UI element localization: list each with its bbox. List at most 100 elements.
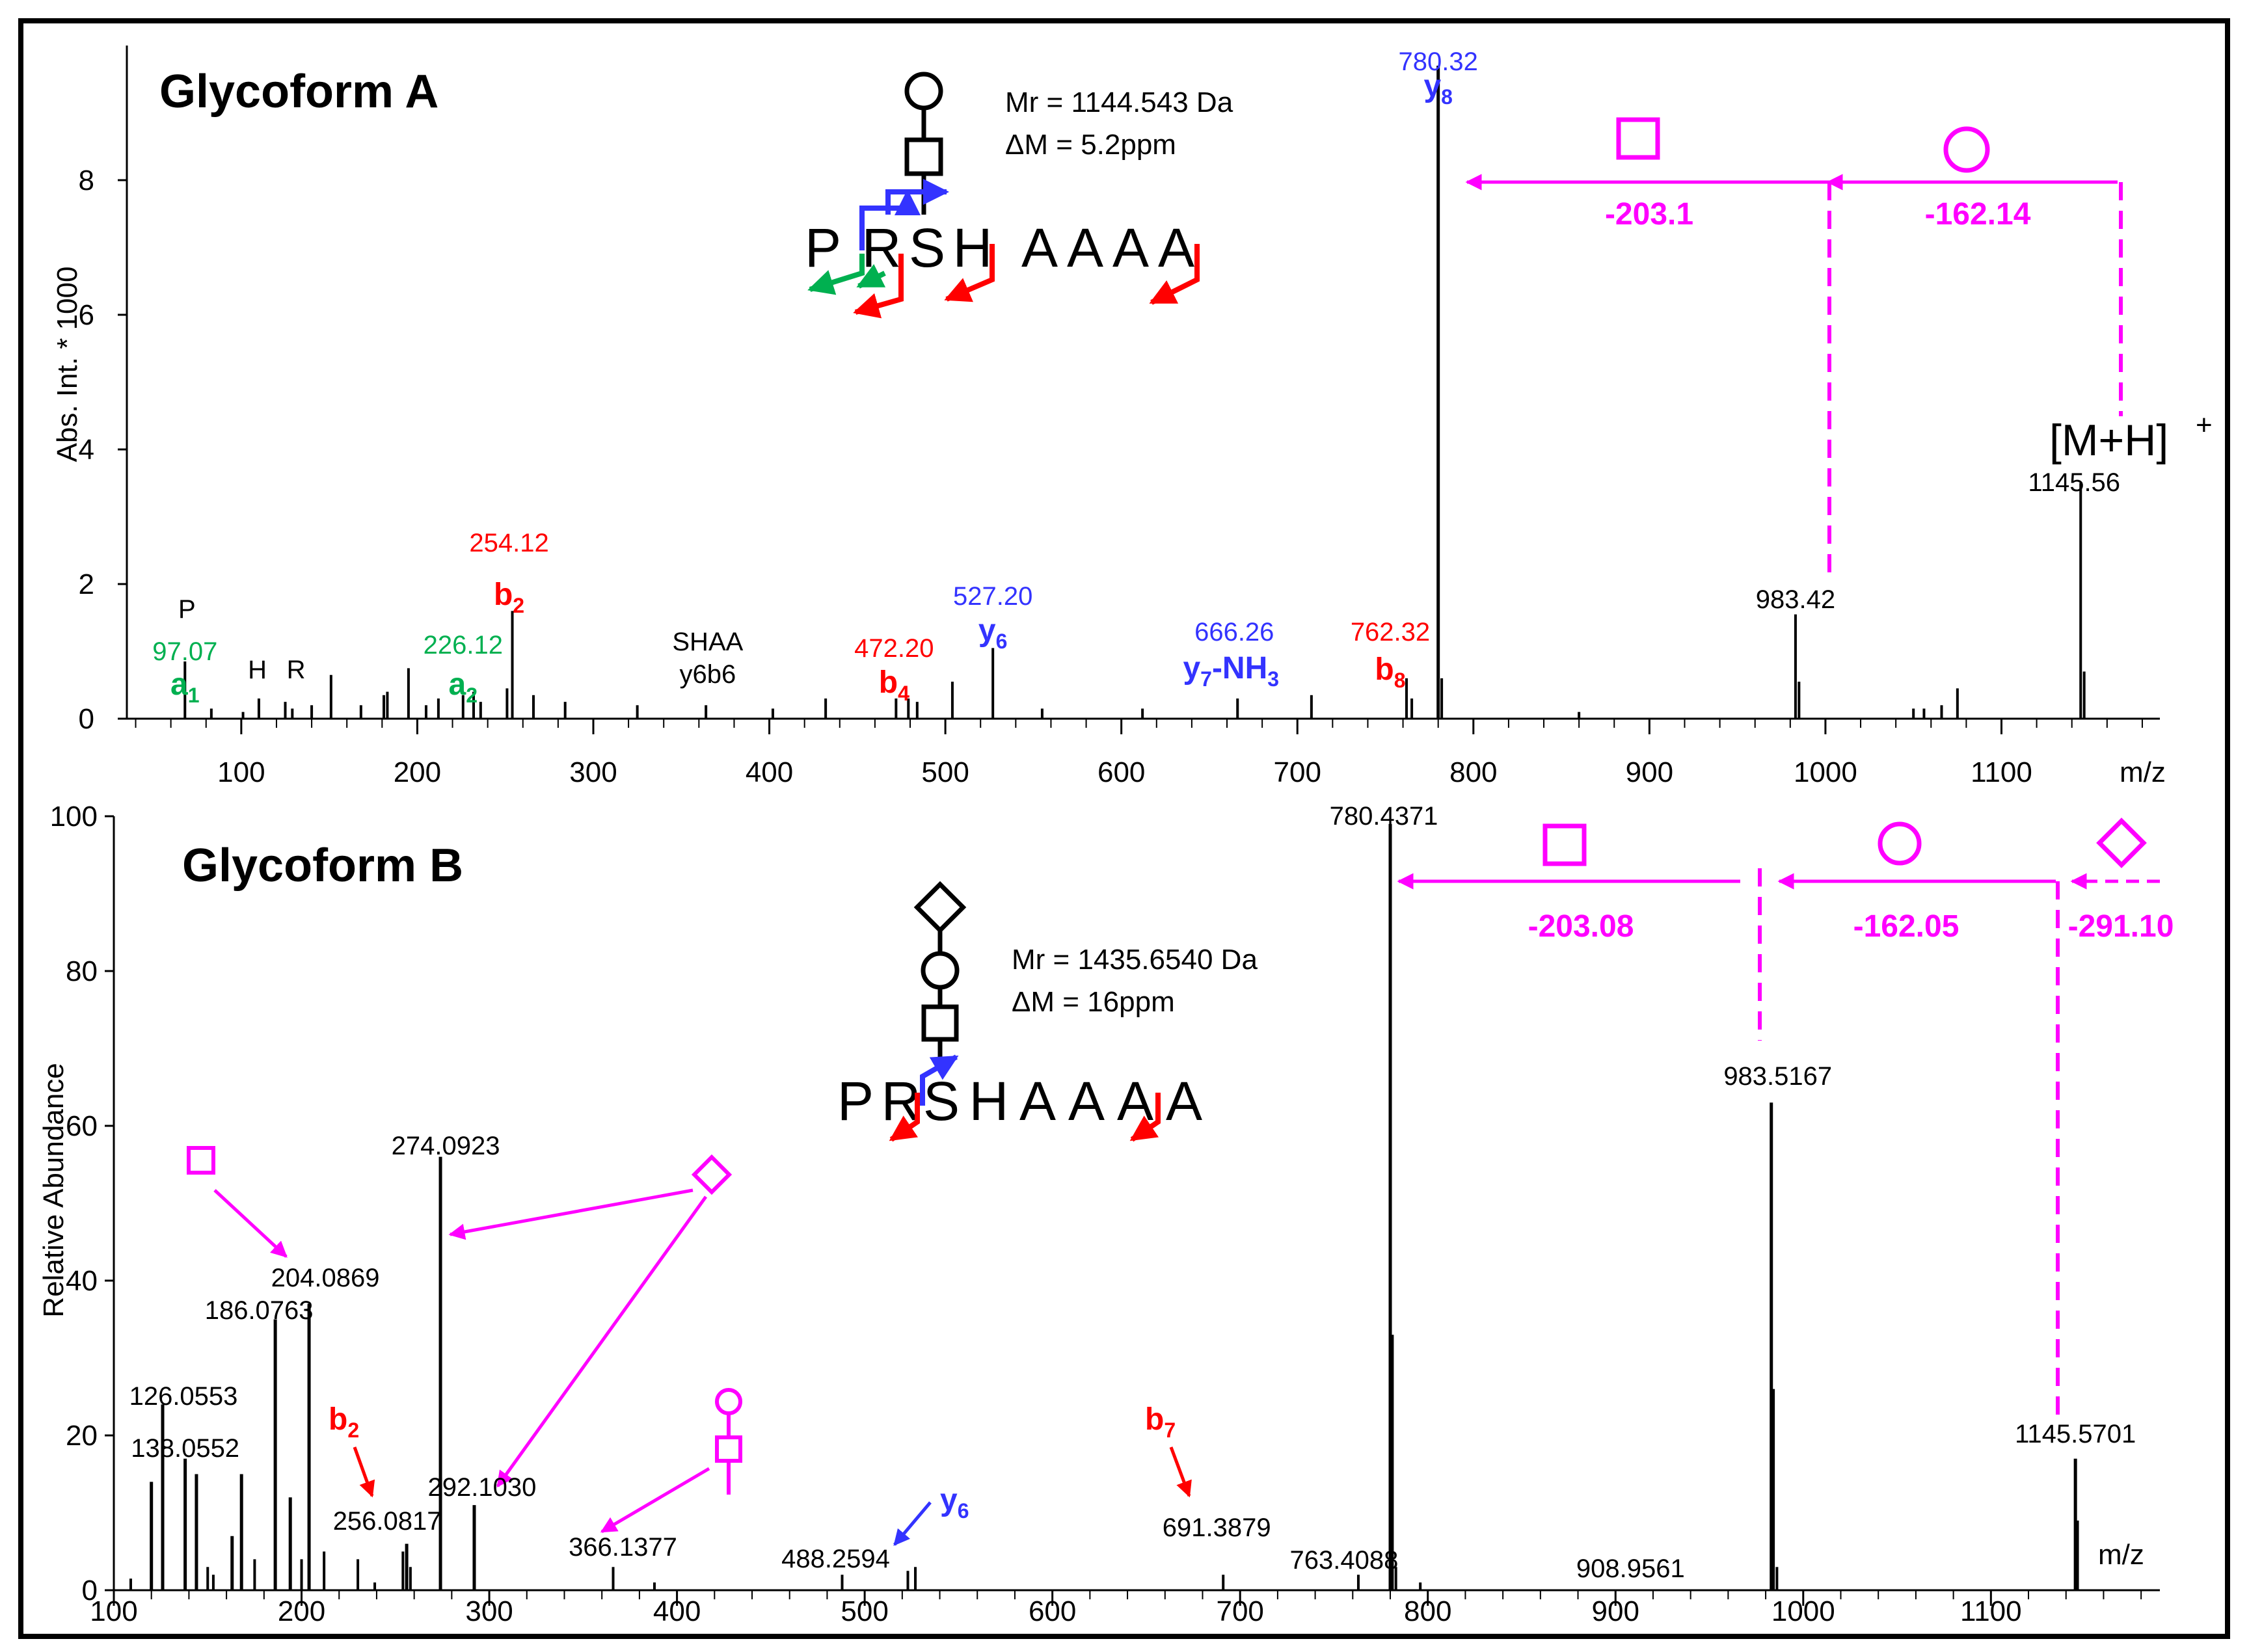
x-tick-label: 700 xyxy=(1216,1595,1263,1627)
delta-galnac: -203.08 xyxy=(1528,909,1634,944)
fragment-ion-label: b8 xyxy=(1375,652,1405,692)
peak-mz-label: 274.0923 xyxy=(392,1132,500,1160)
delta-galactose: -162.14 xyxy=(1925,197,2031,232)
x-tick-label: 300 xyxy=(569,756,617,788)
y-tick-label: 8 xyxy=(79,165,94,196)
galnac-icon xyxy=(904,137,943,176)
y-ion-arrow-icon xyxy=(859,189,921,250)
x-tick-label: 900 xyxy=(1626,756,1673,788)
delta-galactose: -162.05 xyxy=(1853,909,1959,944)
x-tick-label: 1000 xyxy=(1771,1595,1835,1627)
x-tick-label: 600 xyxy=(1029,1595,1076,1627)
panel-b-ion-labels: b2 y6 b7 xyxy=(329,1402,1192,1546)
fragment-ion-label: a2 xyxy=(449,667,478,707)
galnac-icon xyxy=(1542,823,1587,866)
annotation-arrow xyxy=(600,1467,710,1534)
residue-h: H xyxy=(953,217,993,278)
x-tick-label: 500 xyxy=(921,756,969,788)
internal-fragment-label: y6b6 xyxy=(679,660,736,689)
x-tick-label: 200 xyxy=(394,756,441,788)
delta-sialic-acid: -291.10 xyxy=(2068,909,2174,944)
x-tick-label: 100 xyxy=(217,756,265,788)
peak-mz-label: 691.3879 xyxy=(1163,1513,1271,1542)
peak-mz-label: 226.12 xyxy=(424,631,503,659)
peak-mz-label: 488.2594 xyxy=(781,1545,890,1573)
b-ion-arrow-icon xyxy=(353,1446,375,1498)
peak-mz-label: 126.0553 xyxy=(129,1382,238,1411)
peak-mz-label: 763.4088 xyxy=(1290,1546,1399,1575)
peak-mz-label: 527.20 xyxy=(953,582,1032,611)
delta-galnac: -203.1 xyxy=(1605,197,1693,232)
residue-a: A xyxy=(1068,1071,1105,1132)
residue-s: S xyxy=(923,1071,960,1132)
precursor-ion: [M+H] xyxy=(2049,416,2168,465)
panel-b-sequence: P R S H A A A A xyxy=(837,1071,1202,1132)
residue-p: P xyxy=(805,217,841,278)
x-tick-label: 1000 xyxy=(1794,756,1857,788)
peak-mz-label: 762.32 xyxy=(1351,618,1430,646)
b-ion-arrow-icon xyxy=(944,244,995,302)
x-tick-label: 1100 xyxy=(1960,1595,2022,1627)
x-tick-label: 300 xyxy=(465,1595,513,1627)
residue-a: A xyxy=(1021,217,1058,278)
galactose-icon xyxy=(1943,126,1990,173)
peak-mz-label: 366.1377 xyxy=(569,1533,677,1562)
x-tick-label: 200 xyxy=(278,1595,325,1627)
x-tick-label: 400 xyxy=(746,756,793,788)
y-tick-label: 0 xyxy=(79,703,94,735)
b-ion-arrow-icon xyxy=(1149,244,1200,305)
panel-b-cleavage-arrows xyxy=(889,1054,1161,1142)
panel-b-x-unit: m/z xyxy=(2098,1539,2144,1571)
panel-b-glycan xyxy=(913,881,967,1067)
internal-fragment-label: SHAA xyxy=(672,628,743,656)
figure-border xyxy=(18,18,2230,1639)
peak-mz-label: 138.0552 xyxy=(131,1434,239,1463)
peak-mz-label: 186.0763 xyxy=(205,1296,314,1325)
fragment-ion-label: b2 xyxy=(494,578,524,617)
b-ion-arrow-icon xyxy=(1129,1093,1161,1142)
peak-mz-label: 292.1030 xyxy=(428,1473,537,1502)
y-tick-label: 40 xyxy=(66,1265,98,1297)
peak-mz-label: 256.0817 xyxy=(333,1507,442,1536)
peak-mz-label: 97.07 xyxy=(152,637,217,666)
x-tick-label: 800 xyxy=(1404,1595,1451,1627)
precursor-label: [M+H] + xyxy=(2049,409,2213,465)
galactose-icon xyxy=(904,72,943,111)
galactose-icon xyxy=(715,1388,742,1415)
peak-mz-label: 472.20 xyxy=(854,634,934,663)
x-tick-label: 100 xyxy=(90,1595,137,1627)
galnac-icon xyxy=(715,1435,742,1463)
fragment-ion-label: y8 xyxy=(1423,69,1453,109)
residue-p: P xyxy=(837,1071,874,1132)
panel-b-delta-m: ΔM = 16ppm xyxy=(1012,986,1175,1018)
panel-a-x-unit: m/z xyxy=(2120,756,2166,788)
sialic-acid-icon xyxy=(691,1154,733,1195)
peak-mz-label: 1145.5701 xyxy=(2015,1420,2136,1448)
panel-b-peak-labels: 126.0553138.0552186.0763204.0869256.0817… xyxy=(129,802,2136,1583)
x-tick-label: 800 xyxy=(1449,756,1497,788)
fragment-ion-label: y7-NH3 xyxy=(1183,651,1279,691)
peak-mz-label: 983.42 xyxy=(1756,585,1835,614)
x-tick-label: 1100 xyxy=(1971,756,2032,788)
panel-a-title: Glycoform A xyxy=(159,66,438,118)
galnac-icon xyxy=(921,1004,959,1042)
b-ion-arrow-icon xyxy=(1169,1446,1192,1498)
residue-a: A xyxy=(1117,1071,1153,1132)
residue-a: A xyxy=(1019,1071,1056,1132)
y-tick-label: 2 xyxy=(79,568,94,600)
x-tick-label: 900 xyxy=(1592,1595,1639,1627)
residue-r: R xyxy=(862,217,902,278)
y-tick-label: 6 xyxy=(79,299,94,331)
peak-mz-label: 780.32 xyxy=(1399,47,1478,76)
panel-b-mr: Mr = 1435.6540 Da xyxy=(1012,944,1258,976)
panel-b-mass-deltas: -203.08 -162.05 -291.10 xyxy=(1397,818,2174,1424)
peak-mz-label: 983.5167 xyxy=(1723,1062,1832,1091)
immonium-ion-label: H xyxy=(248,656,267,684)
y-tick-label: 100 xyxy=(50,801,98,833)
annotation-arrow xyxy=(496,1195,708,1488)
